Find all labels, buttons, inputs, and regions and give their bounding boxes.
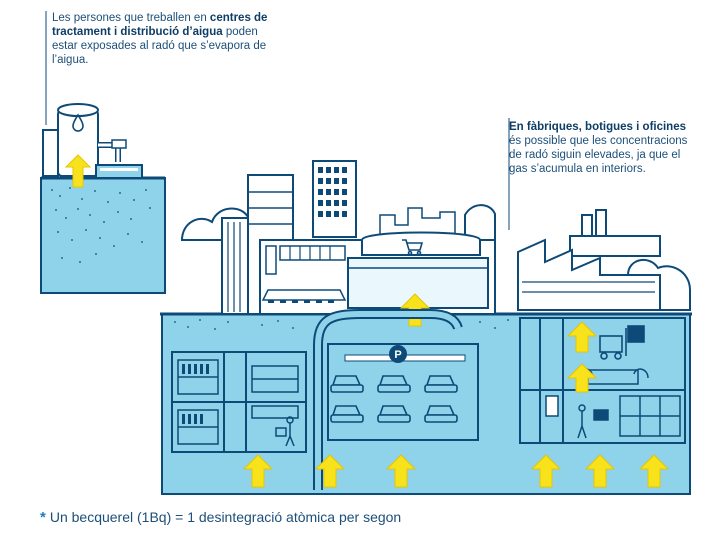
radon-arrow-icon [242, 454, 274, 488]
factory [508, 118, 691, 311]
footnote-asterisk: * [40, 509, 46, 526]
parking-icon [389, 345, 407, 363]
radon-arrow-icon [566, 363, 598, 393]
water-basin [95, 164, 143, 179]
radon-arrow-icon [530, 454, 562, 488]
caption-text: Les persones que treballen en [52, 12, 210, 24]
tree-right [626, 259, 691, 311]
caption-text: és possible que les concentracions de ra… [509, 135, 688, 175]
car-icon [424, 405, 458, 423]
radon-arrow-icon [385, 454, 417, 488]
office-tower [312, 160, 357, 238]
car-icon [330, 375, 364, 393]
shopping-cart-icon [402, 239, 424, 256]
radon-arrow-icon [314, 454, 346, 488]
factory-basement [519, 317, 686, 444]
caption-text: poden estar exposades al radó que s’evap… [52, 26, 267, 66]
water-drop-icon [72, 113, 84, 132]
radon-arrows [242, 321, 670, 488]
car-icon [330, 405, 364, 423]
parking-sign-label: P [394, 349, 401, 361]
car-icon [424, 375, 458, 393]
water-treatment-inset [40, 11, 166, 294]
underground-parking: P [313, 309, 479, 490]
worker-icon [577, 404, 609, 439]
soil-speckles [51, 187, 151, 263]
radon-arrow-icon [638, 454, 670, 488]
car-icon [377, 375, 411, 393]
footnote: *Un becquerel (1Bq) = 1 desintegració at… [40, 509, 401, 526]
radon-arrow-icon [584, 454, 616, 488]
caption-bold-text: centres de tractament i distribució d’ai… [52, 12, 268, 38]
forklift-icon [599, 325, 645, 360]
radon-arrow-icon [566, 321, 598, 353]
radon-arrow-icon [64, 154, 92, 188]
water-ground-block [40, 177, 166, 294]
footnote-text: Un becquerel (1Bq) = 1 desintegració atò… [49, 509, 402, 525]
city-buildings [180, 160, 496, 327]
basement-storage [171, 351, 307, 453]
water-treatment-caption: Les persones que treballen en centres de… [52, 11, 282, 67]
car-icon [377, 405, 411, 423]
offices-caption: En fàbriques, botigues i oficines és pos… [509, 120, 699, 176]
worker-icon [275, 416, 295, 447]
caption-bold-text: En fàbriques, botigues i oficines [509, 121, 686, 133]
